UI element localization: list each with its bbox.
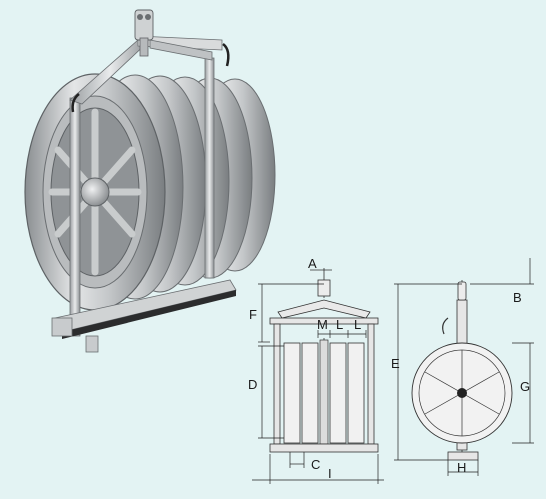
front-view-drawing [252, 268, 384, 484]
label-D: D [248, 377, 257, 392]
label-I: I [328, 466, 332, 481]
label-H: H [457, 460, 466, 475]
wheel-hub [80, 177, 110, 207]
label-B: B [513, 290, 522, 305]
top-yoke [69, 9, 230, 113]
label-F: F [249, 307, 257, 322]
sheave-block-render [24, 9, 276, 353]
side-dimensions [394, 258, 534, 476]
label-L1: L [336, 317, 343, 332]
label-G: G [520, 379, 530, 394]
side-view-drawing [394, 258, 534, 476]
label-A: A [308, 256, 317, 271]
label-E: E [391, 356, 400, 371]
label-C: C [311, 457, 320, 472]
side-frame [51, 57, 237, 353]
lifting-eye [134, 9, 154, 41]
sheave-grooves [283, 342, 365, 444]
dimension-labels: A B C D E F G H I L L M [248, 256, 530, 481]
label-L2: L [354, 317, 361, 332]
front-dimensions [252, 269, 384, 484]
label-M: M [317, 317, 328, 332]
